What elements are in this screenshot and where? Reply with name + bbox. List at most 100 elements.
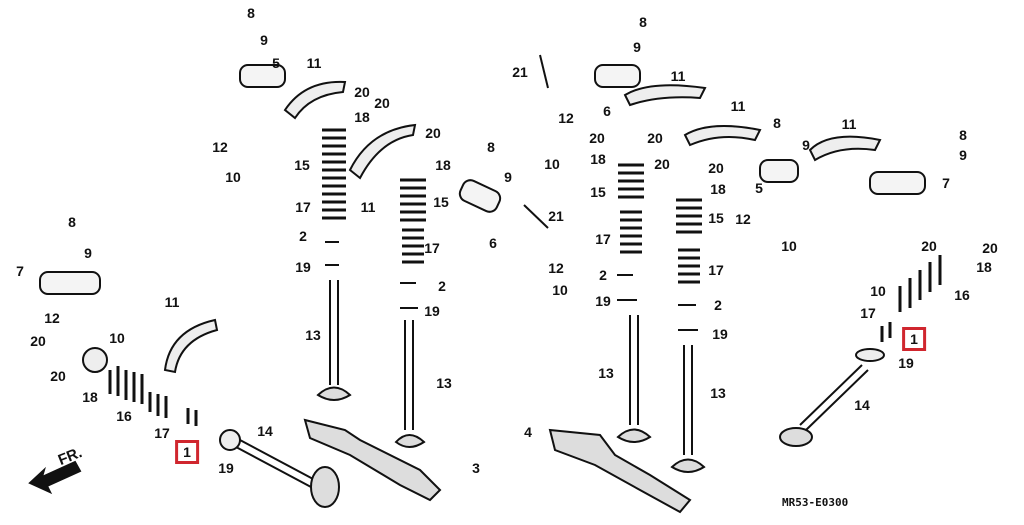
- part-callout: 10: [225, 169, 241, 185]
- part-callout: 11: [670, 68, 686, 84]
- part-callout: 20: [374, 95, 390, 111]
- part-callout: 9: [802, 137, 810, 153]
- part-callout: 16: [116, 408, 132, 424]
- part-callout: 9: [633, 39, 641, 55]
- part-callout: 18: [435, 157, 451, 173]
- part-callout: 15: [433, 194, 449, 210]
- valve-front-right: [779, 364, 869, 447]
- part-callout: 10: [870, 283, 886, 299]
- part-callout: 8: [247, 5, 255, 21]
- part-callout: 19: [595, 293, 611, 309]
- rocker-shafts: [39, 64, 926, 295]
- part-callout: 2: [438, 278, 446, 294]
- part-callout: 19: [712, 326, 728, 342]
- part-callout: 20: [425, 125, 441, 141]
- part-callout: 19: [295, 259, 311, 275]
- part-callout: 13: [710, 385, 726, 401]
- part-callout: 20: [921, 238, 937, 254]
- part-callout: 19: [424, 303, 440, 319]
- part-callout: 17: [708, 262, 724, 278]
- front-arrow-icon: [28, 460, 82, 495]
- part-callout: 13: [436, 375, 452, 391]
- part-callout: 10: [552, 282, 568, 298]
- diagram-code: MR53-E0300: [782, 496, 849, 509]
- part-callout: 15: [590, 184, 606, 200]
- part-callout: 21: [548, 208, 564, 224]
- part-callout: 17: [295, 199, 311, 215]
- part-callout: 16: [954, 287, 970, 303]
- part-callout: 15: [708, 210, 724, 226]
- part-callout: 13: [598, 365, 614, 381]
- part-callout: 20: [589, 130, 605, 146]
- misc-parts: [82, 54, 885, 451]
- valve-front-left: [235, 439, 340, 508]
- part-callout: 8: [773, 115, 781, 131]
- part-callout: 12: [735, 211, 751, 227]
- springs: [108, 128, 942, 426]
- part-callout: 12: [558, 110, 574, 126]
- part-callout: 17: [424, 240, 440, 256]
- part-callout: 9: [959, 147, 967, 163]
- part-callout: 13: [305, 327, 321, 343]
- part-callout: 8: [68, 214, 76, 230]
- part-callout: 10: [781, 238, 797, 254]
- valve-intake-left: [316, 280, 352, 401]
- part-callout: 8: [487, 139, 495, 155]
- part-callout: 7: [16, 263, 24, 279]
- part-callout: 17: [154, 425, 170, 441]
- part-callout: 20: [654, 156, 670, 172]
- part-callout: 18: [590, 151, 606, 167]
- part-callout: 11: [360, 199, 376, 215]
- part-callout: 8: [959, 127, 967, 143]
- valve-intake-right: [394, 320, 426, 448]
- camshafts: [303, 418, 692, 514]
- part-callout: 15: [294, 157, 310, 173]
- part-callout: 9: [260, 32, 268, 48]
- part-callout: 4: [524, 424, 532, 440]
- part-callout: 18: [354, 109, 370, 125]
- part-callout: 2: [299, 228, 307, 244]
- part-callout: 20: [982, 240, 998, 256]
- part-callout: 11: [841, 116, 857, 132]
- part-callout: 20: [354, 84, 370, 100]
- part-callout: 8: [639, 14, 647, 30]
- part-callout: 21: [512, 64, 528, 80]
- part-callout: 2: [714, 297, 722, 313]
- part-callout: 6: [489, 235, 497, 251]
- part-callout: 12: [548, 260, 564, 276]
- part-callout: 19: [898, 355, 914, 371]
- rocker-arms: [163, 80, 882, 374]
- part-callout: 5: [272, 55, 280, 71]
- part-callout: 5: [755, 180, 763, 196]
- part-callout: 2: [599, 267, 607, 283]
- highlighted-part-callout[interactable]: 1: [902, 327, 926, 351]
- part-callout: 17: [860, 305, 876, 321]
- valve-exhaust-left: [616, 315, 652, 443]
- part-callout: 6: [603, 103, 611, 119]
- part-callout: 19: [218, 460, 234, 476]
- part-callout: 18: [82, 389, 98, 405]
- part-callout: 14: [257, 423, 273, 439]
- part-callout: 12: [44, 310, 60, 326]
- part-callout: 20: [50, 368, 66, 384]
- part-callout: 11: [164, 294, 180, 310]
- highlighted-part-callout[interactable]: 1: [175, 440, 199, 464]
- part-callout: 20: [647, 130, 663, 146]
- part-callout: 20: [708, 160, 724, 176]
- part-callout: 18: [976, 259, 992, 275]
- part-callout: 3: [472, 460, 480, 476]
- part-callout: 12: [212, 139, 228, 155]
- part-callout: 10: [109, 330, 125, 346]
- part-callout: 17: [595, 231, 611, 247]
- part-callout: 9: [504, 169, 512, 185]
- part-callout: 18: [710, 181, 726, 197]
- part-callout: 11: [306, 55, 322, 71]
- part-callout: 10: [544, 156, 560, 172]
- part-callout: 20: [30, 333, 46, 349]
- part-callout: 14: [854, 397, 870, 413]
- part-callout: 7: [942, 175, 950, 191]
- valve-exhaust-right: [670, 345, 706, 473]
- part-callout: 9: [84, 245, 92, 261]
- part-callout: 11: [730, 98, 746, 114]
